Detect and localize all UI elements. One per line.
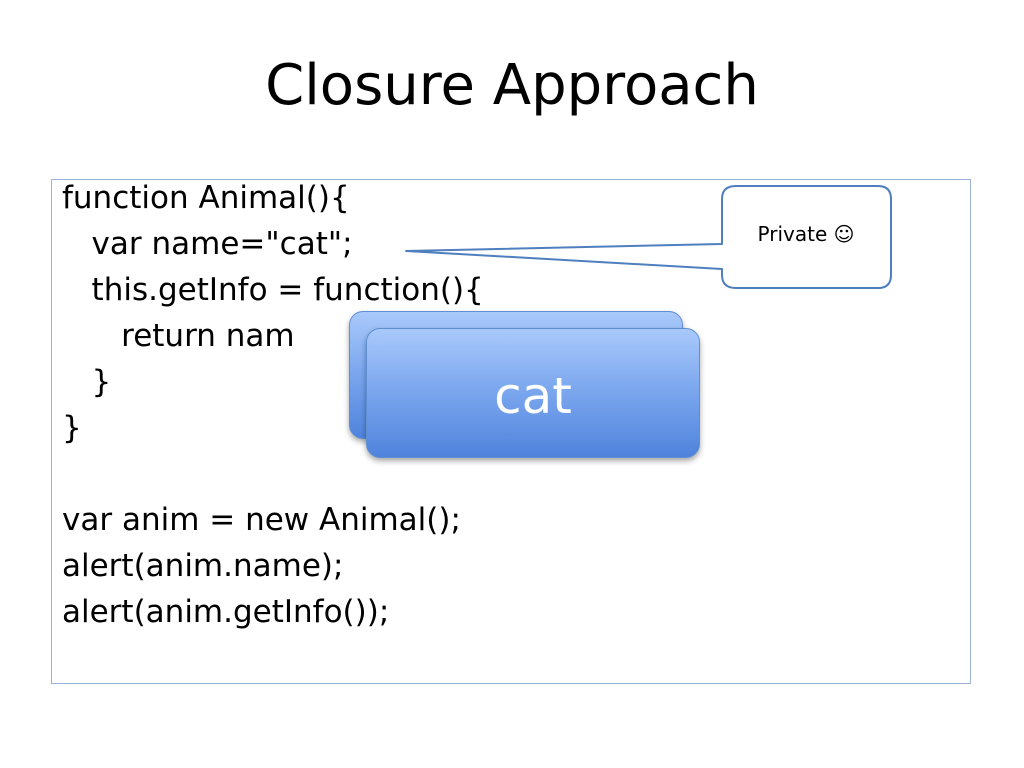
code-line-inner-close-brace: } xyxy=(62,364,112,400)
code-line-new-animal: var anim = new Animal(); xyxy=(62,502,461,538)
popup-front-label: cat xyxy=(494,367,572,425)
callout-text: Private ☺ xyxy=(757,222,855,246)
code-line-getinfo: this.getInfo = function(){ xyxy=(62,272,484,308)
code-line-alert-getinfo: alert(anim.getInfo()); xyxy=(62,594,390,630)
slide-title: Closure Approach xyxy=(265,53,759,118)
code-line-return: return nam xyxy=(62,318,295,354)
popup-front[interactable]: cat xyxy=(366,328,700,458)
code-line-function-declaration: function Animal(){ xyxy=(62,180,350,216)
code-line-outer-close-brace: } xyxy=(62,410,82,446)
code-line-var-name: var name="cat"; xyxy=(62,226,353,262)
code-line-alert-name: alert(anim.name); xyxy=(62,548,344,584)
